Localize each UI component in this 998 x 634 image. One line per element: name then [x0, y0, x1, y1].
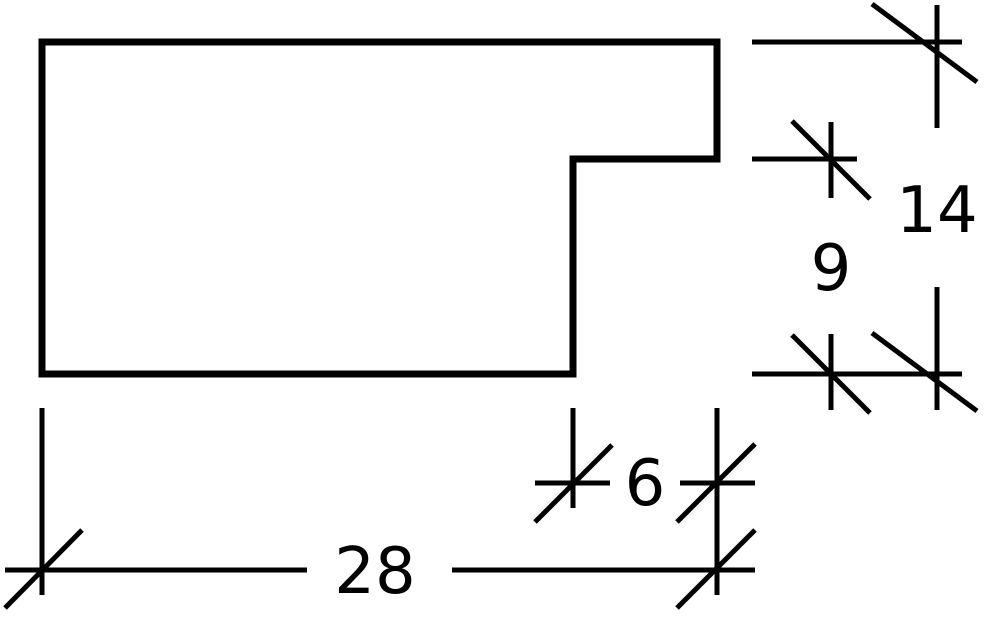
tick-mark-9-top	[790, 119, 872, 201]
dimension-label-6: 6	[625, 447, 666, 521]
dimension-label-14: 14	[896, 174, 977, 248]
tick-mark-6-left	[533, 443, 614, 524]
dimension-rebate-depth: 9	[752, 119, 962, 415]
dimension-rebate-width: 6	[533, 408, 757, 595]
dimension-label-28: 28	[334, 535, 415, 609]
tick-mark-6-right	[675, 442, 757, 524]
tick-mark-14-top	[870, 1, 979, 85]
tick-mark-28-right	[675, 528, 757, 610]
dimension-label-9: 9	[811, 232, 852, 306]
dimension-height-total: 14	[752, 1, 979, 414]
profile-outline	[38, 38, 721, 378]
dimension-width-total: 28	[3, 408, 757, 610]
tick-mark-28-left	[3, 528, 84, 610]
tick-mark-9-bottom	[790, 333, 872, 415]
